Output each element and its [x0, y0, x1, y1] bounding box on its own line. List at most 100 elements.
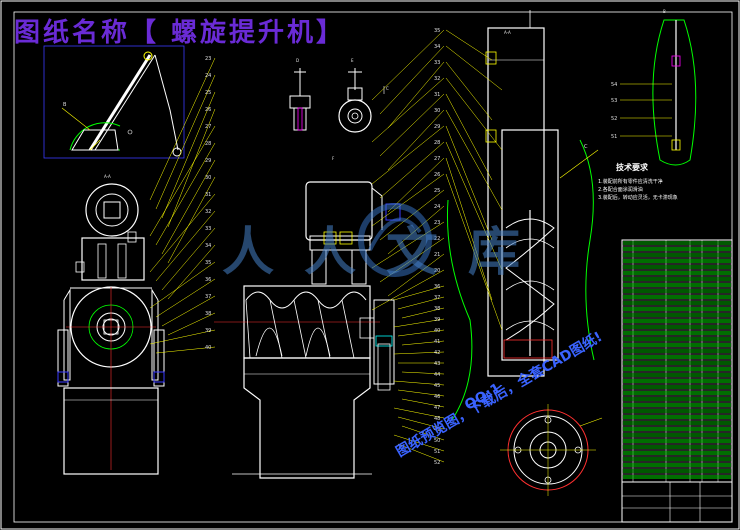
leader-line	[393, 407, 445, 419]
leader-line	[379, 93, 445, 157]
section-view: C A-A	[447, 10, 599, 421]
leader-line	[445, 93, 493, 181]
callout-mid-25: 25	[434, 188, 440, 194]
leader-line	[167, 244, 216, 300]
leader-line	[393, 285, 445, 301]
table-row	[623, 385, 731, 389]
leader-line	[397, 416, 445, 430]
callout-left-31: 31	[205, 192, 211, 198]
schematic-overview: B	[43, 45, 185, 159]
drawing-title: 图纸名称【 螺旋提升机】	[14, 18, 346, 48]
leader-line	[155, 346, 216, 354]
table-row	[623, 409, 731, 413]
callout-left-25: 25	[205, 90, 211, 96]
callout-mid-29: 29	[434, 124, 440, 130]
leader-line	[379, 141, 445, 199]
callout-right-43: 43	[434, 361, 440, 367]
table-row	[623, 253, 731, 257]
leader-line	[397, 389, 445, 397]
callout-mid-21: 21	[434, 252, 440, 258]
table-row	[623, 355, 731, 359]
table-row	[623, 379, 731, 383]
leader-line	[393, 380, 445, 386]
table-row	[623, 475, 731, 479]
callout-right-51: 51	[434, 449, 440, 455]
tech-requirement-1: 1.装配前所有零件应清洗干净	[598, 179, 663, 185]
callout-right-50: 50	[434, 438, 440, 444]
callout-right-48: 48	[434, 416, 440, 422]
table-row	[623, 445, 731, 449]
table-row	[623, 331, 731, 335]
callout-left-34: 34	[205, 243, 211, 249]
table-row	[623, 325, 731, 329]
leader-line	[445, 125, 493, 241]
table-row	[623, 289, 731, 293]
table-row	[623, 283, 731, 287]
svg-text:F: F	[332, 156, 335, 161]
leader-line	[371, 125, 445, 185]
table-row	[623, 457, 731, 461]
leader-line	[401, 340, 445, 346]
parts-list-table	[621, 239, 733, 523]
leader-line	[371, 269, 445, 311]
front-view: A-A	[57, 174, 165, 475]
leader-line	[397, 329, 445, 337]
callout-right-46: 46	[434, 394, 440, 400]
leader-line	[149, 193, 216, 273]
leader-line	[401, 307, 445, 319]
callout-left-40: 40	[205, 345, 211, 351]
leader-line	[387, 157, 445, 213]
leader-line	[155, 210, 216, 282]
table-row	[623, 259, 731, 263]
callout-left-38: 38	[205, 311, 211, 317]
callout-mid-30: 30	[434, 108, 440, 114]
leader-line	[393, 351, 445, 355]
table-row	[623, 391, 731, 395]
leader-line	[155, 278, 216, 318]
leader-line	[445, 61, 493, 121]
callout-mid-23: 23	[434, 220, 440, 226]
leader-line	[445, 173, 503, 331]
callout-mid-33: 33	[434, 60, 440, 66]
callout-right-49: 49	[434, 427, 440, 433]
table-row	[623, 451, 731, 455]
svg-text:51: 51	[611, 134, 617, 140]
tech-requirements-title: 技术要求	[616, 163, 648, 172]
leader-line	[445, 141, 503, 271]
table-row	[623, 469, 731, 473]
leader-line	[371, 221, 445, 269]
callout-left-39: 39	[205, 328, 211, 334]
table-row	[623, 307, 731, 311]
callout-left-36: 36	[205, 277, 211, 283]
leader-line	[155, 74, 216, 210]
svg-text:54: 54	[611, 82, 617, 88]
table-row	[623, 397, 731, 401]
callout-right-38: 38	[434, 306, 440, 312]
callout-right-47: 47	[434, 405, 440, 411]
leader-lines: 2324252627282930313233343536373839403534…	[149, 28, 503, 466]
table-row	[623, 271, 731, 275]
callout-left-37: 37	[205, 294, 211, 300]
table-row	[623, 433, 731, 437]
table-row	[623, 247, 731, 251]
callout-mid-24: 24	[434, 204, 440, 210]
leader-line	[387, 61, 445, 129]
leader-line	[167, 312, 216, 336]
leader-line	[371, 29, 445, 101]
table-row	[623, 295, 731, 299]
table-row	[623, 367, 731, 371]
leader-line	[401, 398, 445, 408]
svg-text:B: B	[663, 9, 666, 14]
table-row	[623, 415, 731, 419]
callout-mid-27: 27	[434, 156, 440, 162]
svg-text:A-A: A-A	[104, 174, 111, 179]
leader-line	[161, 295, 216, 327]
table-row	[623, 301, 731, 305]
table-row	[623, 439, 731, 443]
callout-mid-28: 28	[434, 140, 440, 146]
leader-line	[379, 189, 445, 241]
table-row	[623, 373, 731, 377]
callout-right-41: 41	[434, 339, 440, 345]
detail-roller-views: C D E F	[289, 58, 389, 161]
